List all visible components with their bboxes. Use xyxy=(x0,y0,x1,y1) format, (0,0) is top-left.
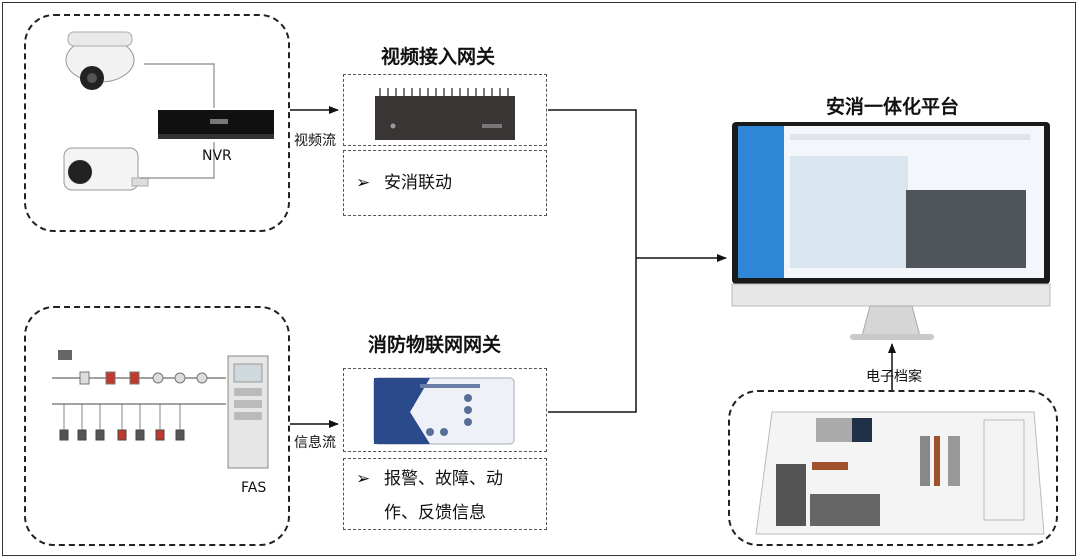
video-stream-label: 视频流 xyxy=(294,133,336,149)
fire-devices-row1-icon xyxy=(79,371,208,385)
video-gateway-device-icon xyxy=(375,88,515,140)
fire-gateway-title: 消防物联网网关 xyxy=(368,334,502,356)
fas-group xyxy=(24,306,290,546)
nvr-device-icon xyxy=(158,110,274,139)
bullet-camera-icon xyxy=(63,147,149,191)
fas-cabinet-icon xyxy=(227,355,269,469)
video-gateway-title: 视频接入网关 xyxy=(381,46,496,68)
floorplan-3d-icon xyxy=(755,411,1045,535)
camera-group xyxy=(24,14,290,232)
info-stream-label: 信息流 xyxy=(294,435,336,451)
video-gateway-feature: 安消联动 xyxy=(384,173,452,193)
dome-camera-icon xyxy=(65,31,135,90)
fire-gateway-features-line2: 作、反馈信息 xyxy=(384,503,486,523)
video-gateway-bullet: ➢ xyxy=(356,173,371,193)
fas-label: FAS xyxy=(241,480,267,496)
fire-gateway-features-line1: 报警、故障、动 xyxy=(384,469,503,489)
platform-title: 安消一体化平台 xyxy=(826,96,960,118)
fire-gateway-feature-box xyxy=(343,458,547,530)
fire-gateway-device-icon xyxy=(373,377,515,445)
platform-monitor-icon xyxy=(731,122,1051,340)
video-gateway-device-box xyxy=(343,74,547,146)
nvr-label: NVR xyxy=(202,148,232,164)
electronic-archive-label: 电子档案 xyxy=(866,369,922,385)
fire-gateway-device-box xyxy=(343,368,547,452)
fire-gateway-bullet: ➢ xyxy=(356,469,371,489)
floorplan-group xyxy=(728,390,1058,546)
video-gateway-feature-box xyxy=(343,150,547,216)
